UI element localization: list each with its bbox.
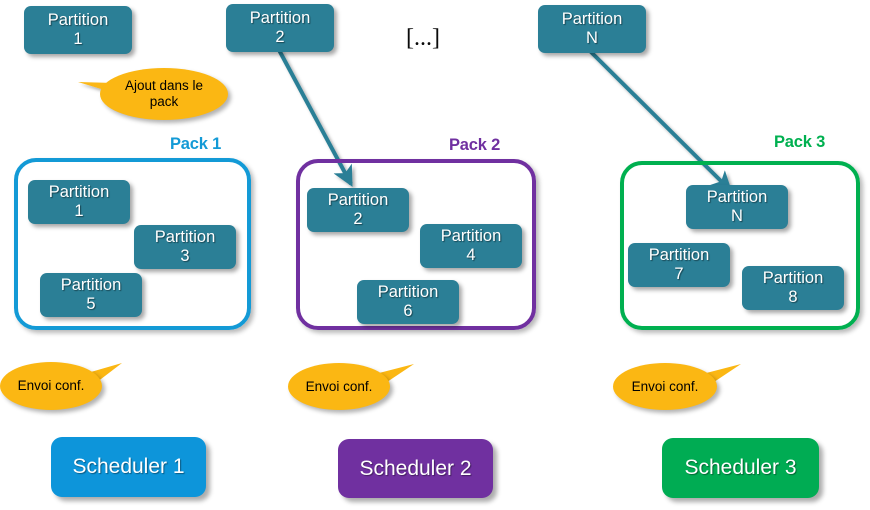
- partition-label-line2: 8: [788, 288, 798, 306]
- callout-bubble-add-to-pack: Ajout dans le pack: [100, 68, 228, 120]
- partition-label-line1: Partition: [648, 246, 710, 264]
- scheduler-3-box[interactable]: Scheduler 3: [662, 438, 819, 498]
- scheduler-1-box[interactable]: Scheduler 1: [51, 437, 206, 497]
- pack-1-partition-5[interactable]: Partition 5: [40, 273, 142, 317]
- callout-envoi-conf-3[interactable]: Envoi conf.: [613, 356, 748, 410]
- partition-label-line2: N: [731, 207, 743, 225]
- pack-1-frame[interactable]: [14, 158, 251, 330]
- partition-label-line2: 5: [86, 295, 96, 313]
- incoming-partition-n[interactable]: Partition N: [538, 5, 646, 53]
- partition-label-line1: Partition: [48, 183, 110, 201]
- partition-label-line1: Partition: [762, 269, 824, 287]
- incoming-partition-2[interactable]: Partition 2: [226, 4, 334, 52]
- partition-label-line2: 4: [466, 246, 476, 264]
- arrow-partitionN-to-pack3: [588, 49, 733, 193]
- pack-2-partition-6[interactable]: Partition 6: [357, 280, 459, 324]
- partition-label-line2: N: [586, 29, 598, 47]
- partition-label-line2: 6: [403, 302, 413, 320]
- partition-label-line1: Partition: [377, 283, 439, 301]
- partition-label-line1: Partition: [60, 276, 122, 294]
- pack-3-partition-7[interactable]: Partition 7: [628, 243, 730, 287]
- pack-2-label: Pack 2: [449, 136, 501, 154]
- ellipsis-indicator: [...]: [406, 25, 440, 51]
- pack-3-partition-8[interactable]: Partition 8: [742, 266, 844, 310]
- partition-label-line2: 7: [674, 265, 684, 283]
- partition-label-line2: 1: [73, 30, 83, 48]
- callout-add-to-pack[interactable]: Ajout dans le pack: [78, 68, 228, 120]
- callout-envoi-conf-1[interactable]: Envoi conf.: [0, 356, 130, 410]
- partition-label-line2: 2: [353, 210, 363, 228]
- pack-2-frame[interactable]: [296, 159, 536, 330]
- pack-3-partition-n[interactable]: Partition N: [686, 185, 788, 229]
- callout-bubble-envoi-conf-2: Envoi conf.: [288, 363, 390, 410]
- partition-label-line2: 2: [275, 28, 285, 46]
- partition-label-line1: Partition: [440, 227, 502, 245]
- partition-label-line1: Partition: [154, 228, 216, 246]
- callout-envoi-conf-2[interactable]: Envoi conf.: [288, 356, 418, 410]
- pack-2-partition-4[interactable]: Partition 4: [420, 224, 522, 268]
- pack-1-partition-1[interactable]: Partition 1: [28, 180, 130, 224]
- partition-label-line2: 3: [180, 247, 190, 265]
- partition-label-line1: Partition: [327, 191, 389, 209]
- pack-1-label: Pack 1: [170, 135, 222, 153]
- partition-label-line1: Partition: [249, 9, 311, 27]
- partition-label-line1: Partition: [47, 11, 109, 29]
- incoming-partition-1[interactable]: Partition 1: [24, 6, 132, 54]
- scheduler-2-box[interactable]: Scheduler 2: [338, 439, 493, 498]
- callout-bubble-envoi-conf-3: Envoi conf.: [613, 363, 717, 410]
- callout-bubble-envoi-conf-1: Envoi conf.: [0, 362, 102, 410]
- pack-1-partition-3[interactable]: Partition 3: [134, 225, 236, 269]
- pack-2-partition-2[interactable]: Partition 2: [307, 188, 409, 232]
- partition-label-line2: 1: [74, 202, 84, 220]
- pack-3-frame[interactable]: [620, 161, 860, 330]
- pack-3-label: Pack 3: [774, 133, 826, 151]
- partition-label-line1: Partition: [706, 188, 768, 206]
- partition-label-line1: Partition: [561, 10, 623, 28]
